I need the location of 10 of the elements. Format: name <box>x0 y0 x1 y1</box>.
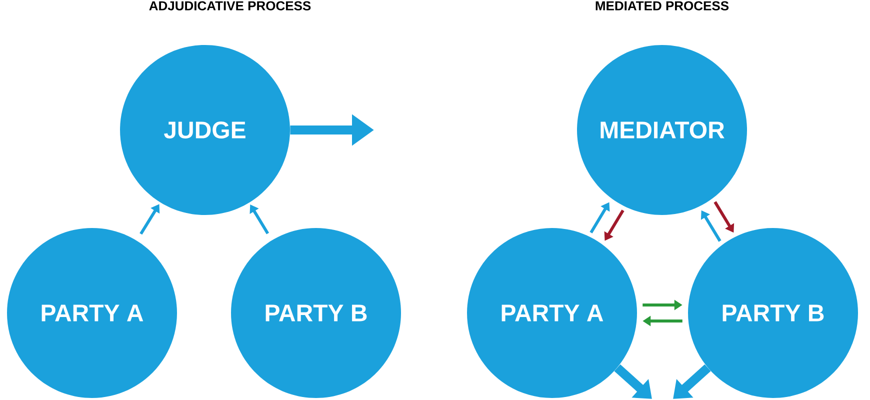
circle-node: MEDIATOR <box>577 45 747 215</box>
arrow <box>673 364 711 399</box>
circle-node: JUDGE <box>120 45 290 215</box>
circle-node: PARTY A <box>7 228 177 398</box>
circle-node: PARTY B <box>231 228 401 398</box>
section-title: ADJUDICATIVE PROCESS <box>149 1 311 10</box>
circle-node: PARTY A <box>467 228 637 398</box>
arrow <box>614 364 652 399</box>
section-title: MEDIATED PROCESS <box>596 1 729 10</box>
circle-node: PARTY B <box>688 228 858 398</box>
